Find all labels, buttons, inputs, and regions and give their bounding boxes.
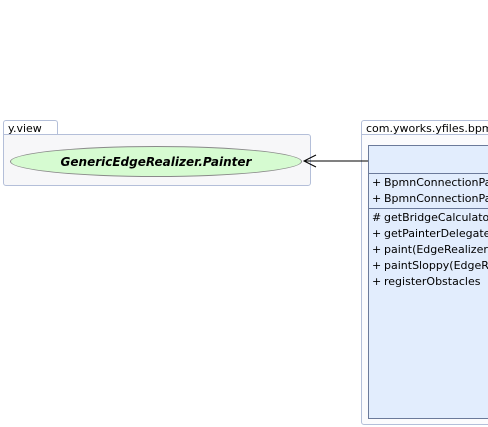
field-item: +BpmnConnectionPainter: [372, 191, 488, 207]
method-item: +paint(EdgeRealizer: [372, 242, 488, 258]
visibility-marker: +: [372, 176, 382, 189]
method-text: getBridgeCalculator: [384, 211, 488, 224]
method-item: +getPainterDelegate: [372, 226, 488, 242]
class-node[interactable]: +BpmnConnectionPainter +BpmnConnectionPa…: [368, 145, 488, 419]
visibility-marker: +: [372, 243, 382, 256]
interface-node-painter[interactable]: GenericEdgeRealizer.Painter: [10, 146, 302, 177]
visibility-marker: +: [372, 192, 382, 205]
visibility-marker: #: [372, 211, 382, 224]
method-item: #getBridgeCalculator: [372, 210, 488, 226]
field-text: BpmnConnectionPainter: [384, 176, 488, 189]
class-name-compartment: [369, 146, 488, 174]
package-tab-y-view: y.view: [3, 120, 58, 135]
method-text: paint(EdgeRealizer: [384, 243, 488, 256]
visibility-marker: +: [372, 259, 382, 272]
method-text: paintSloppy(EdgeRealizer: [384, 259, 488, 272]
visibility-marker: +: [372, 227, 382, 240]
method-text: getPainterDelegate: [384, 227, 488, 240]
method-item: +registerObstacles: [372, 274, 488, 290]
package-tab-bpmn: com.yworks.yfiles.bpmn: [361, 120, 488, 135]
field-text: BpmnConnectionPainter: [384, 192, 488, 205]
field-item: +BpmnConnectionPainter: [372, 175, 488, 191]
package-name: y.view: [8, 122, 42, 135]
interface-name: GenericEdgeRealizer.Painter: [60, 154, 252, 169]
method-text: registerObstacles: [384, 275, 481, 288]
visibility-marker: +: [372, 275, 382, 288]
class-fields-compartment: +BpmnConnectionPainter +BpmnConnectionPa…: [369, 174, 488, 209]
method-item: +paintSloppy(EdgeRealizer: [372, 258, 488, 274]
class-methods-compartment: #getBridgeCalculator +getPainterDelegate…: [369, 209, 488, 290]
package-name: com.yworks.yfiles.bpmn: [366, 122, 488, 135]
